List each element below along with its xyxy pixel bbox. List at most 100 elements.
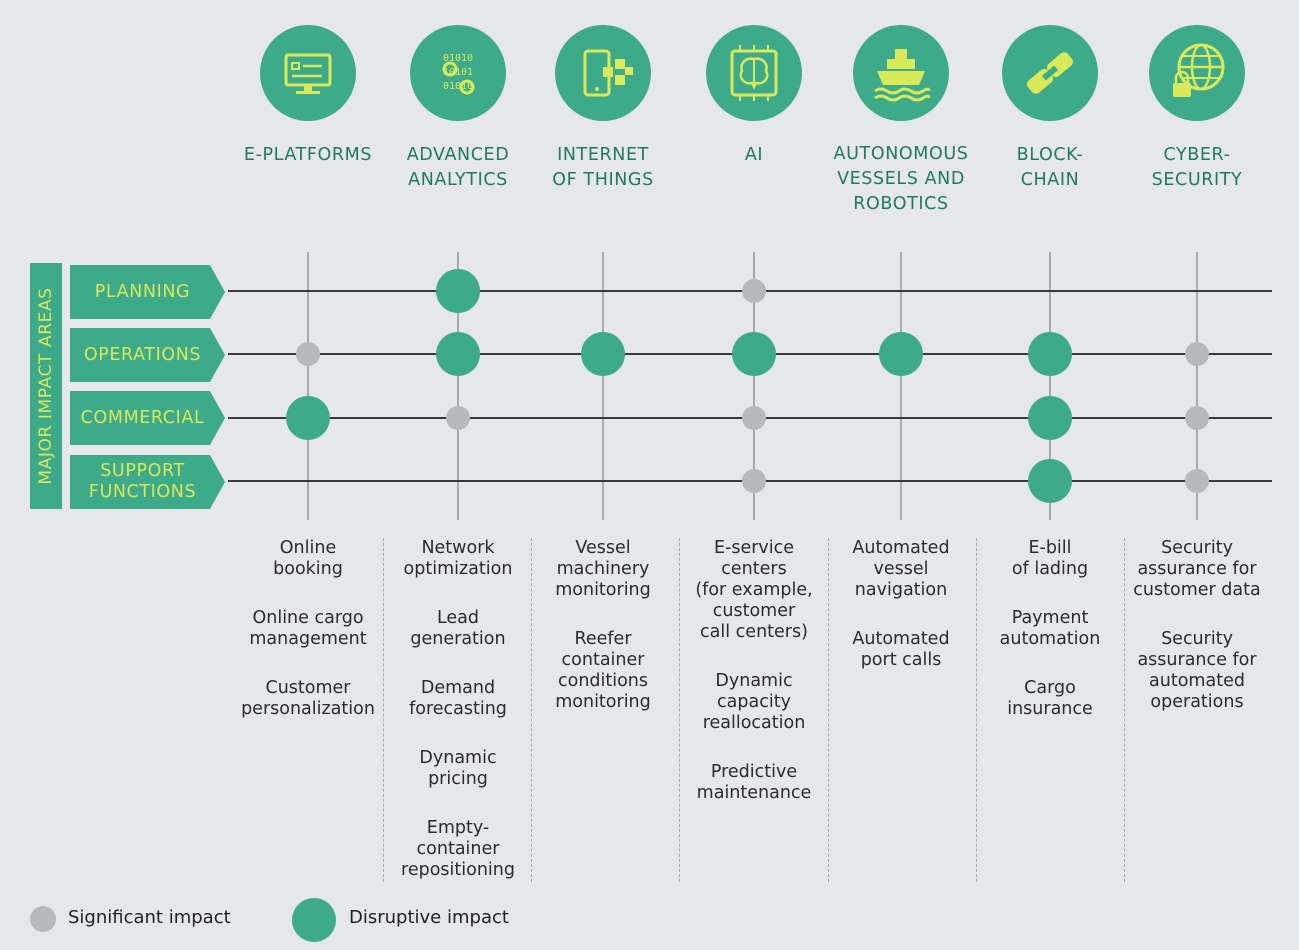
use-case-line: container [561, 650, 645, 670]
disruptive-impact-dot [581, 332, 625, 376]
impact-area-commercial: COMMERCIAL [70, 391, 225, 445]
legend-disruptive-dot [292, 898, 336, 942]
column-separator [976, 538, 977, 882]
use-case-line: centers [721, 559, 787, 579]
use-case-line: container [416, 839, 500, 859]
impact-area-operations: OPERATIONS [70, 328, 225, 382]
technology-title-line: AI [744, 145, 764, 165]
technology-title: AI [669, 143, 839, 168]
grid-column-line [307, 252, 309, 520]
use-case-line: optimization [403, 559, 513, 579]
impact-area-planning: PLANNING [70, 265, 225, 319]
technology-title-line: OF THINGS [552, 170, 654, 190]
technology-title-line: CHAIN [1020, 170, 1080, 190]
legend-disruptive-label: Disruptive impact [349, 907, 509, 928]
use-case-line: insurance [1007, 699, 1093, 719]
use-case-line: Automated [852, 629, 950, 649]
technology-title-line: BLOCK- [1016, 145, 1084, 165]
svg-text:10101: 10101 [443, 67, 473, 78]
use-case-line: Cargo [1024, 678, 1076, 698]
use-case-line: Payment [1011, 608, 1089, 628]
use-case-line: Automated [852, 538, 950, 558]
use-case-line: maintenance [696, 783, 812, 803]
use-case-line: Predictive [710, 762, 798, 782]
significant-impact-dot [742, 406, 766, 430]
impact-area-label: FUNCTIONS [88, 482, 197, 502]
significant-impact-dot [742, 279, 766, 303]
use-case-line: generation [410, 629, 506, 649]
monitor-checklist-icon [260, 25, 356, 121]
technology-title-line: E-PLATFORMS [243, 145, 373, 165]
use-case-line: navigation [854, 580, 948, 600]
brain-chip-icon [706, 25, 802, 121]
use-case-line: monitoring [555, 580, 651, 600]
technology-title-line: ANALYTICS [408, 170, 508, 190]
technology-title: ADVANCED ANALYTICS [373, 143, 543, 193]
impact-area-label: COMMERCIAL [80, 407, 205, 428]
use-case-line: Dynamic [715, 671, 793, 691]
technology-title-line: SECURITY [1151, 170, 1243, 190]
technology-title-line: VESSELS AND [837, 169, 965, 189]
use-case-line: vessel [873, 559, 929, 579]
globe-lock-icon [1149, 25, 1245, 121]
disruptive-impact-dot [436, 332, 480, 376]
use-case-line: Demand [420, 678, 496, 698]
chain-link-icon [1002, 25, 1098, 121]
grid-column-line [457, 252, 459, 520]
impact-area-label: SUPPORT [100, 461, 185, 481]
significant-impact-dot [296, 342, 320, 366]
use-case-line: Dynamic [419, 748, 497, 768]
use-case-line: Empty- [426, 818, 490, 838]
technology-title-line: AUTONOMOUS [833, 144, 969, 164]
use-case-line: call centers) [700, 622, 808, 642]
disruptive-impact-dot [436, 269, 480, 313]
significant-impact-dot [1185, 342, 1209, 366]
use-case-line: E-bill [1028, 538, 1072, 558]
use-case-line: Online cargo [252, 608, 364, 628]
use-case-line: Online [279, 538, 337, 558]
major-impact-areas-text: MAJOR IMPACT AREAS [36, 287, 56, 485]
use-case-line: assurance for [1137, 650, 1257, 670]
use-case-line: customer data [1133, 580, 1261, 600]
use-case-line: machinery [556, 559, 650, 579]
technology-title-line: ROBOTICS [853, 194, 949, 214]
column-separator [679, 538, 680, 882]
svg-text:01010: 01010 [443, 53, 473, 64]
smartphone-network-icon [555, 25, 651, 121]
use-case-line: Security [1161, 538, 1233, 558]
impact-area-label: PLANNING [94, 281, 191, 302]
use-case-line: (for example, [695, 580, 813, 600]
ship-icon [853, 25, 949, 121]
column-separator [531, 538, 532, 882]
technology-title: AUTONOMOUS VESSELS AND ROBOTICS [816, 142, 986, 217]
significant-impact-dot [446, 406, 470, 430]
impact-area-label: OPERATIONS [83, 344, 202, 365]
legend-significant-dot [30, 906, 56, 932]
disruptive-impact-dot [1028, 459, 1072, 503]
use-case-line: repositioning [401, 860, 515, 880]
use-case-line: personalization [241, 699, 375, 719]
use-case-line: conditions [557, 671, 649, 691]
technology-title-line: ADVANCED [406, 145, 510, 165]
grid-column-line [1196, 252, 1198, 520]
use-case-line: management [249, 629, 367, 649]
technology-title: E-PLATFORMS [223, 143, 393, 168]
grid-column-line [602, 252, 604, 520]
